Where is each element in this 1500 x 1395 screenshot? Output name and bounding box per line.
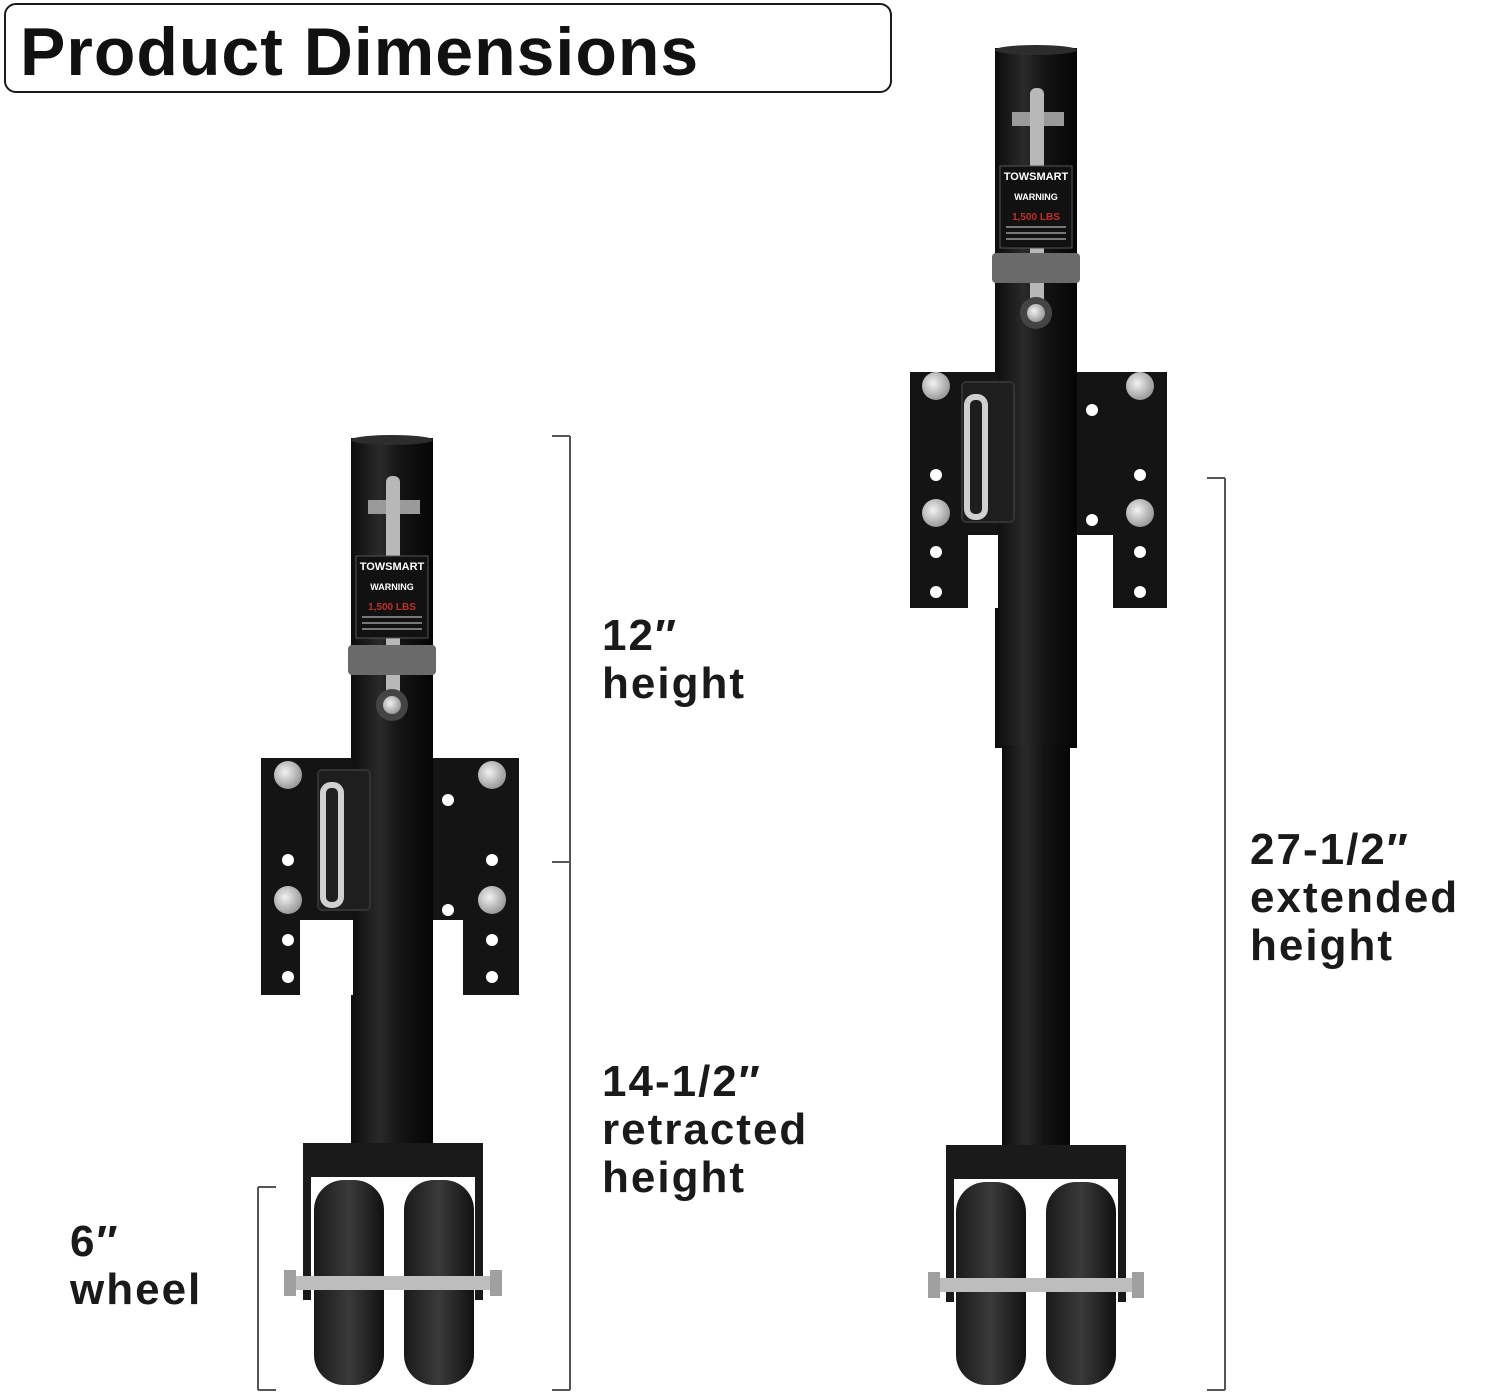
warning-heading: WARNING bbox=[370, 582, 414, 592]
dim-retracted-label: retracted height bbox=[602, 1105, 809, 1202]
dim-wheel: 6″ wheel bbox=[70, 1218, 202, 1314]
dim-upper-height-value: 12″ bbox=[602, 611, 679, 660]
dim-extended-value: 27-1/2″ bbox=[1250, 825, 1410, 874]
dim-retracted-value: 14-1/2″ bbox=[602, 1057, 762, 1106]
bracket-retracted-height bbox=[552, 862, 571, 1391]
dim-retracted-height: 14-1/2″ retracted height bbox=[602, 1058, 862, 1202]
dim-upper-height-label: height bbox=[602, 659, 746, 708]
brand-label: TOWSMART bbox=[360, 561, 425, 573]
dim-wheel-value: 6″ bbox=[70, 1217, 120, 1266]
capacity-label: 1,500 LBS bbox=[1012, 212, 1060, 223]
extended-jack: TOWSMART WARNING 1,500 LBS bbox=[910, 45, 1167, 1385]
brand-label: TOWSMART bbox=[1004, 171, 1069, 183]
page-title: Product Dimensions bbox=[20, 14, 700, 90]
dim-extended-label: extended height bbox=[1250, 873, 1460, 970]
dim-wheel-label: wheel bbox=[70, 1265, 203, 1314]
dim-extended-height: 27-1/2″ extended height bbox=[1250, 826, 1498, 970]
capacity-label: 1,500 LBS bbox=[368, 602, 416, 613]
bracket-extended-height bbox=[1207, 477, 1226, 1391]
bracket-wheel bbox=[257, 1186, 276, 1391]
title-box: Product Dimensions bbox=[4, 3, 892, 93]
dim-upper-height: 12″ height bbox=[602, 612, 746, 708]
retracted-jack: TOWSMART WARNING 1,500 LBS bbox=[261, 435, 519, 1385]
warning-heading: WARNING bbox=[1014, 192, 1058, 202]
bracket-upper-height bbox=[552, 435, 571, 863]
jack-inner-tube bbox=[1002, 745, 1070, 1145]
